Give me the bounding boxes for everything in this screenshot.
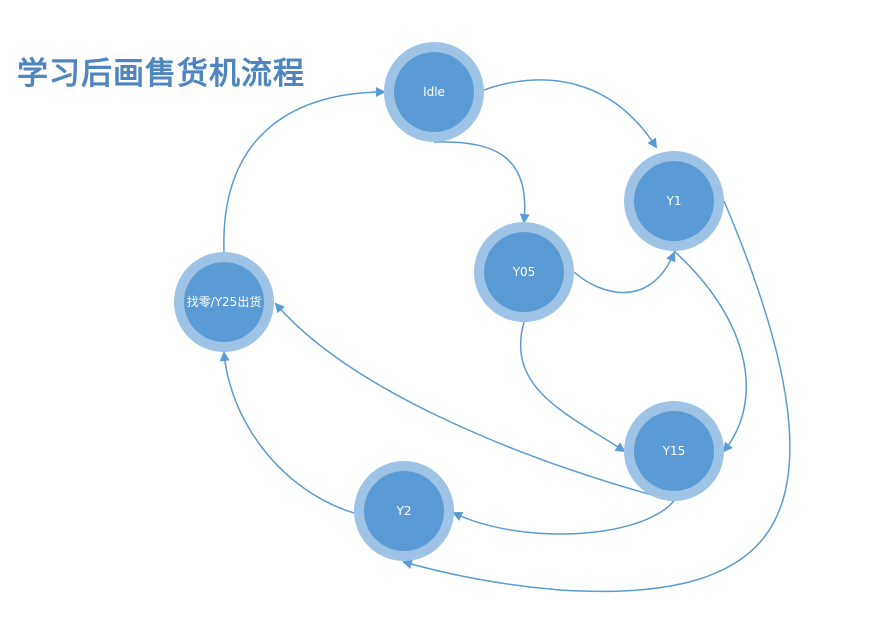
state-node-y1: Y1: [624, 151, 724, 251]
node-core: [484, 232, 564, 312]
edge-y05-to-y15: [519, 321, 626, 453]
edge-idle-to-y1: [483, 79, 658, 149]
edge-y05-to-y1: [573, 251, 676, 294]
state-node-y2: Y2: [354, 461, 454, 561]
state-node-y15: Y15: [624, 401, 724, 501]
node-label: 找零/Y25出货: [187, 294, 262, 309]
node-core: [184, 262, 264, 342]
node-core: [394, 52, 474, 132]
edge-y2-to-change: [219, 351, 355, 514]
edge-y1-to-y15: [673, 250, 747, 453]
node-label: Y2: [396, 504, 412, 518]
state-node-y05: Y05: [474, 222, 574, 322]
diagram-title: 学习后画售货机流程: [17, 56, 305, 92]
node-label: Idle: [423, 85, 445, 99]
edge-y1-to-y2: [402, 200, 791, 593]
edge-change-to-idle: [223, 87, 386, 253]
edge-y15-to-y2: [452, 500, 675, 535]
edge-y15-to-change: [274, 302, 675, 502]
edge-idle-to-y05: [433, 141, 530, 224]
state-node-change: 找零/Y25出货: [174, 252, 274, 352]
node-label: Y15: [662, 444, 686, 458]
state-node-idle: Idle: [384, 42, 484, 142]
node-label: Y05: [512, 265, 536, 279]
node-core: [634, 161, 714, 241]
node-label: Y1: [666, 194, 682, 208]
node-core: [364, 471, 444, 551]
node-core: [634, 411, 714, 491]
